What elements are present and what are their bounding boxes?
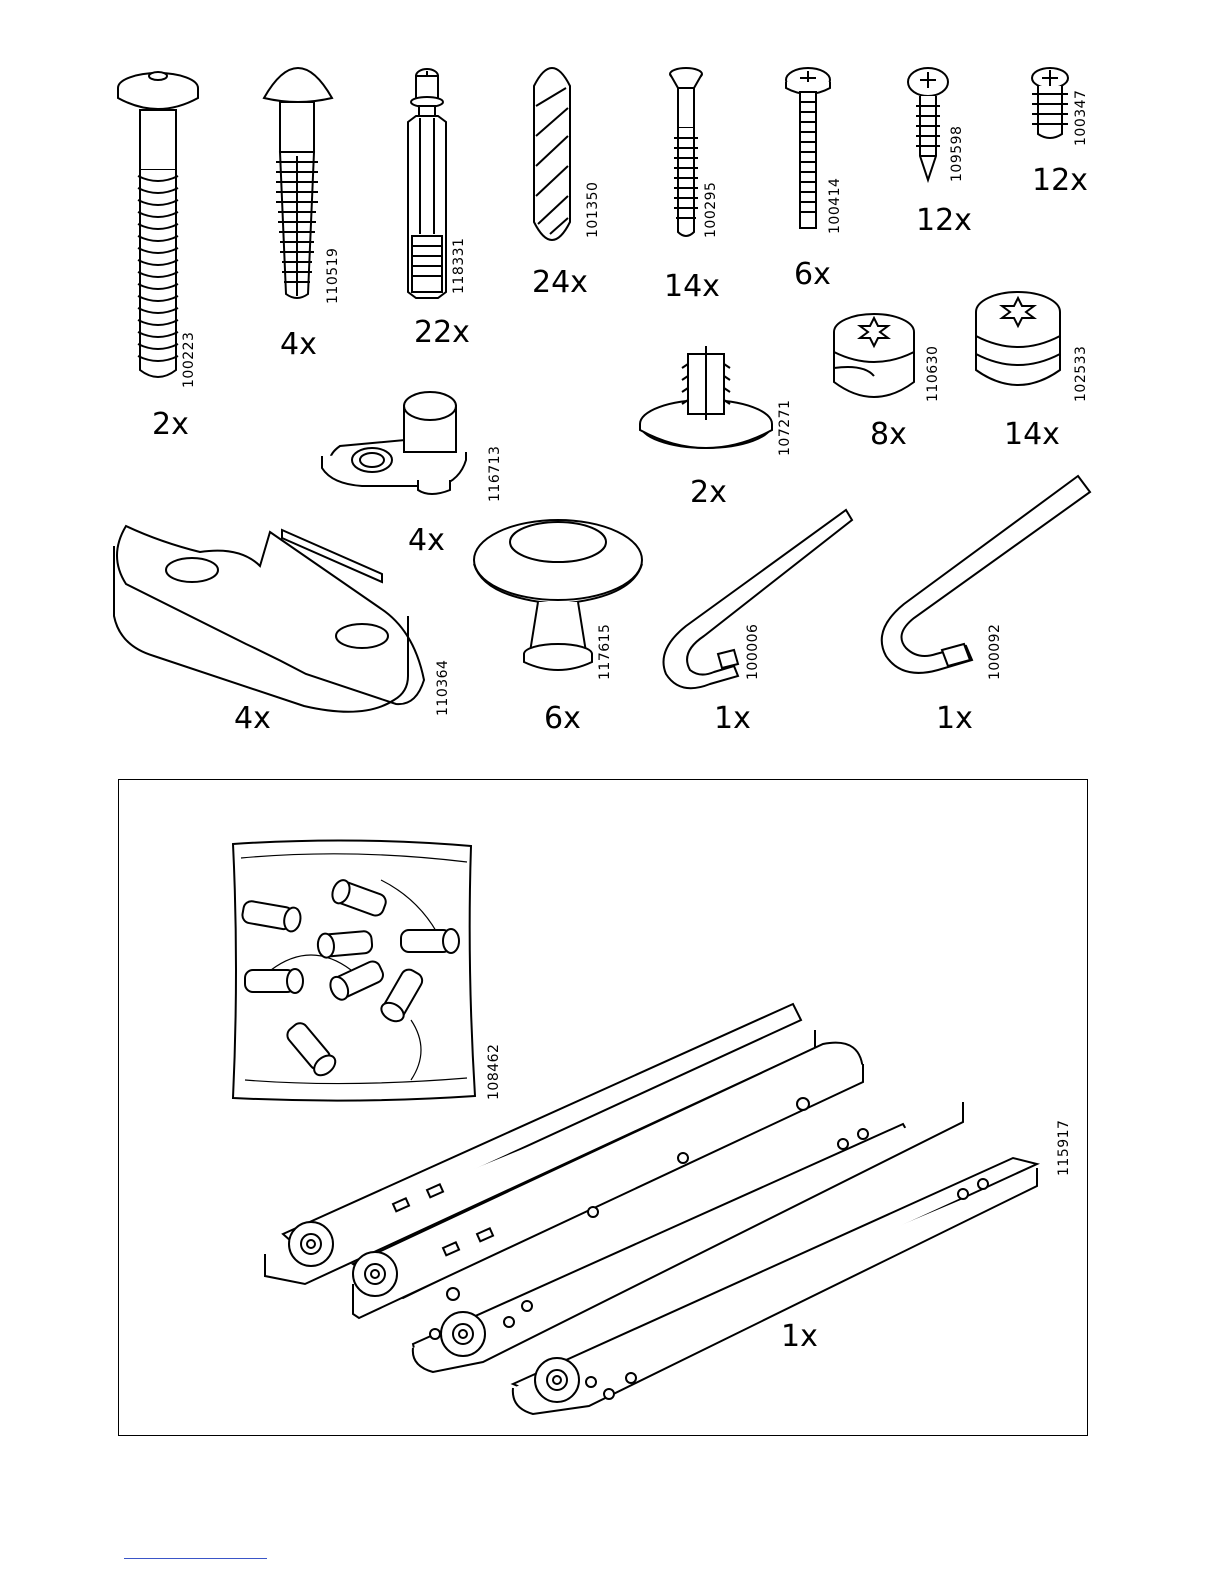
part-quantity: 4x <box>280 330 317 360</box>
part-code: 110630 <box>926 346 940 402</box>
wooden-dowel-icon <box>530 66 574 242</box>
dome-dowel-icon <box>262 66 334 306</box>
part-quantity: 12x <box>916 206 972 236</box>
disc-pin-icon <box>638 344 774 454</box>
part-code: 101350 <box>586 182 600 238</box>
part-quantity: 14x <box>664 272 720 302</box>
part-code: 116713 <box>488 446 502 502</box>
part-quantity: 1x <box>936 704 973 734</box>
part-quantity: 22x <box>414 318 470 348</box>
bracket-pin-icon <box>320 390 486 496</box>
part-code: 102533 <box>1074 346 1088 402</box>
part-code: 109598 <box>950 126 964 182</box>
part-code: 110519 <box>326 248 340 304</box>
part-code: 100295 <box>704 182 718 238</box>
kit-quantity: 1x <box>781 1322 818 1352</box>
part-code: 100414 <box>828 178 842 234</box>
part-quantity: 4x <box>234 704 271 734</box>
part-quantity: 12x <box>1032 166 1088 196</box>
knob-icon <box>472 518 644 674</box>
hardware-kit-box: 108462 115917 1x <box>118 779 1088 1436</box>
footer-rule <box>124 1558 267 1559</box>
connector-bracket-icon <box>112 506 428 716</box>
part-quantity: 1x <box>714 704 751 734</box>
part-code: 100223 <box>182 332 196 388</box>
cam-bolt-icon <box>404 66 454 294</box>
drawer-slides-icon <box>263 1004 1053 1424</box>
part-code: 100347 <box>1074 90 1088 146</box>
part-quantity: 14x <box>1004 420 1060 450</box>
large-hex-key-icon <box>876 472 1096 682</box>
large-cam-lock-icon <box>972 290 1066 394</box>
part-code: 107271 <box>778 400 792 456</box>
part-code: 110364 <box>436 660 450 716</box>
part-code: 100006 <box>746 624 760 680</box>
euro-screw-icon <box>1026 66 1074 142</box>
slide-code: 115917 <box>1057 1120 1071 1176</box>
flat-head-screw-icon <box>664 66 708 242</box>
cam-lock-icon <box>830 312 916 402</box>
wood-screw-icon <box>904 66 952 184</box>
part-code: 117615 <box>598 624 612 680</box>
part-quantity: 8x <box>870 420 907 450</box>
part-quantity: 6x <box>794 260 831 290</box>
part-quantity: 2x <box>152 410 189 440</box>
part-code: 118331 <box>452 238 466 294</box>
part-quantity: 6x <box>544 704 581 734</box>
part-quantity: 24x <box>532 268 588 298</box>
part-code: 100092 <box>988 624 1002 680</box>
